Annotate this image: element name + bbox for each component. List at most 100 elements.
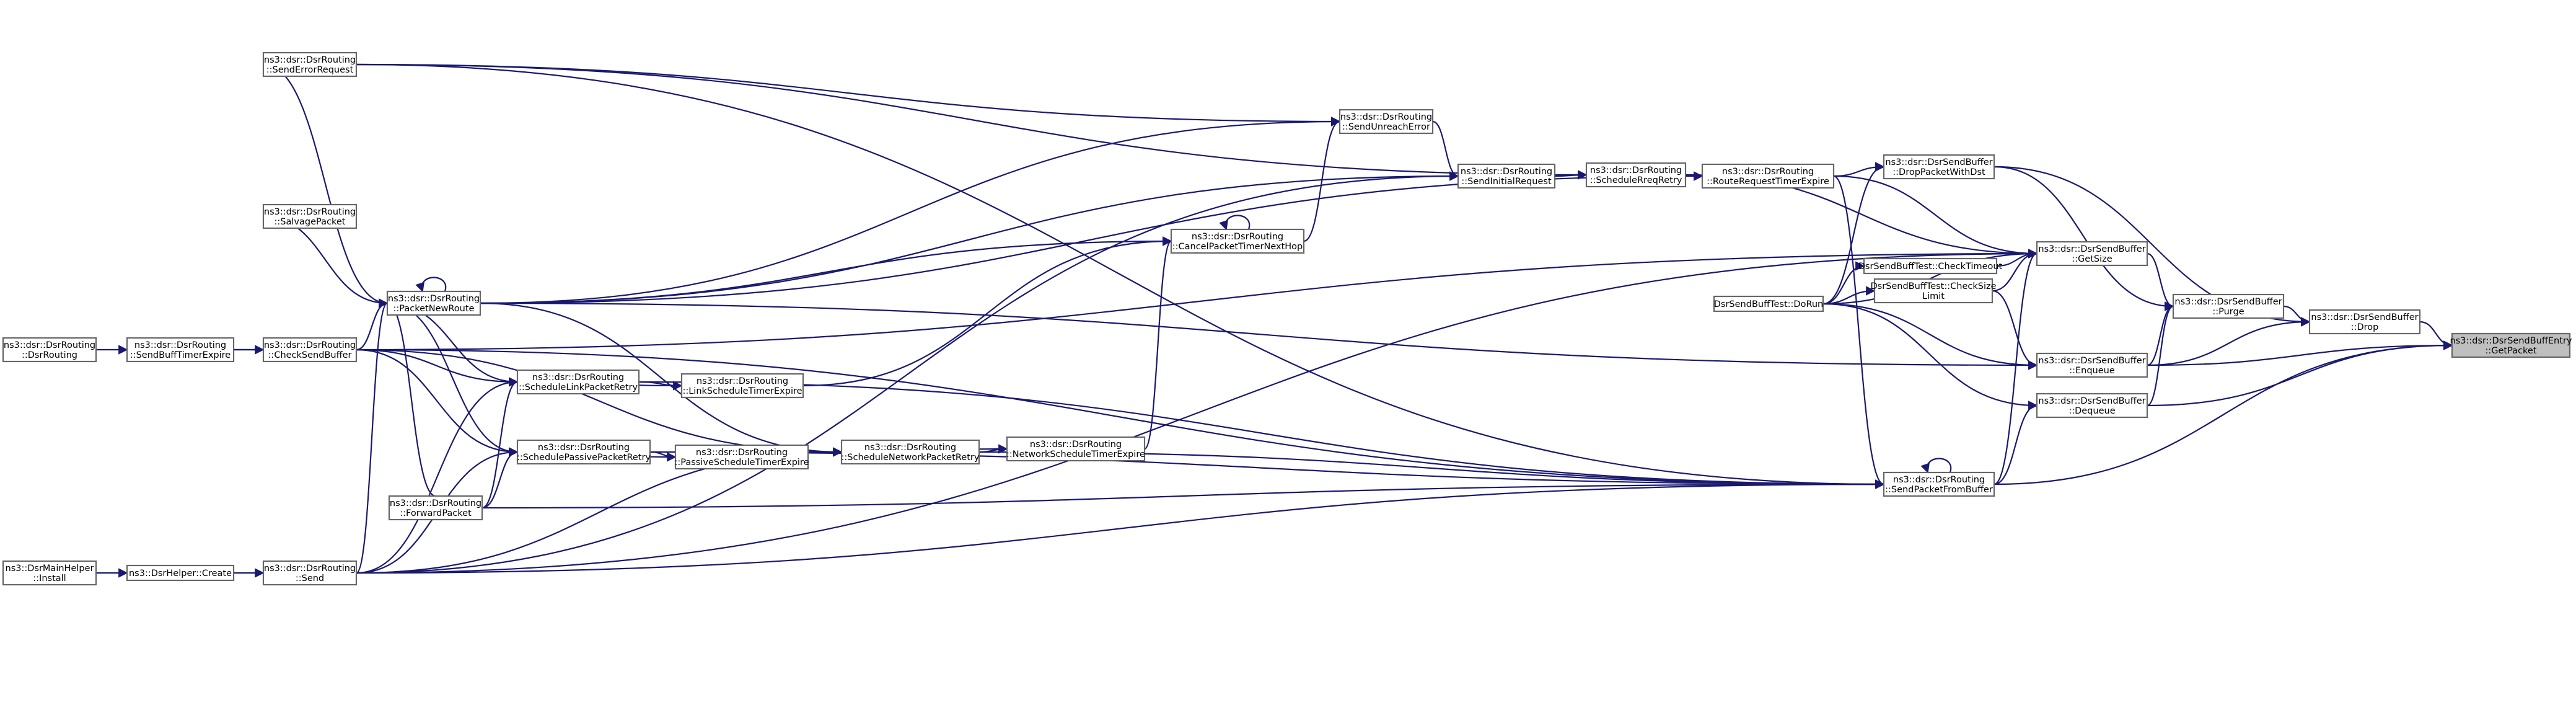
node-label: ::CheckSendBuffer — [268, 350, 352, 360]
node-dequeue[interactable]: ns3::dsr::DsrSendBuffer::Dequeue — [2036, 392, 2148, 419]
node-mainhelper[interactable]: ns3::DsrMainHelper::Install — [2, 560, 97, 586]
node-label: ns3::DsrHelper::Create — [129, 569, 232, 579]
nodes-layer: ns3::dsr::DsrSendBuffEntry::GetPacketns3… — [2, 51, 2572, 586]
node-dsrrouting[interactable]: ns3::dsr::DsrRouting::DsrRouting — [2, 337, 97, 363]
edge-salvage-to-packetnewroute — [262, 211, 388, 304]
node-enqueue[interactable]: ns3::dsr::DsrSendBuffer::Enqueue — [2036, 352, 2148, 378]
node-sendbufftimer[interactable]: ns3::dsr::DsrRouting::SendBuffTimerExpir… — [126, 337, 235, 363]
node-schedlinkretry[interactable]: ns3::dsr::DsrRouting::ScheduleLinkPacket… — [516, 369, 640, 395]
node-label: ns3::dsr::DsrSendBuffer — [2174, 297, 2282, 307]
node-cancelpackettimer[interactable]: ns3::dsr::DsrRouting::CancelPacketTimerN… — [1170, 228, 1305, 254]
node-netschedtimer[interactable]: ns3::dsr::DsrRouting::NetworkScheduleTim… — [1006, 436, 1146, 462]
edge-getpacket-to-sendfrombuffer — [1994, 340, 2453, 486]
node-label: ns3::dsr::DsrRouting — [1590, 166, 1682, 175]
node-label: ns3::dsr::DsrRouting — [390, 499, 481, 508]
node-sendinitialreq[interactable]: ns3::dsr::DsrRouting::SendInitialRequest — [1457, 163, 1556, 189]
node-dropwithdst[interactable]: ns3::dsr::DsrSendBuffer::DropPacketWithD… — [1883, 154, 1995, 180]
edge-drop-to-enqueue — [2147, 317, 2311, 366]
node-box — [2172, 293, 2285, 319]
node-box — [2036, 241, 2148, 267]
edge-sendfrombuffer-to-checksendbuffer — [356, 348, 1885, 489]
node-getsize[interactable]: ns3::dsr::DsrSendBuffer::GetSize — [2036, 241, 2148, 267]
node-box — [674, 444, 809, 470]
node-box — [680, 373, 804, 399]
edge-cancelpackettimer-to-packetnewroute — [480, 236, 1172, 304]
node-label: ::Purge — [2212, 307, 2244, 317]
node-label: ::SendInitialRequest — [1461, 177, 1552, 187]
node-box — [1170, 228, 1305, 254]
node-schednetretry[interactable]: ns3::dsr::DsrRouting::ScheduleNetworkPac… — [840, 439, 980, 465]
node-label: ns3::dsr::DsrSendBuffer — [2311, 313, 2418, 322]
edge-getsize-to-checksendbuffer — [356, 249, 2038, 351]
node-label: ns3::dsr::DsrRouting — [1192, 232, 1283, 242]
edge-sendfrombuffer-to-schedpassiveretry — [649, 451, 1885, 489]
node-box — [1873, 278, 1994, 304]
node-label: ::LinkScheduleTimerExpire — [682, 386, 802, 396]
node-label: ::GetPacket — [2485, 346, 2536, 356]
edge-cancelpackettimer-to-cancelpackettimer — [1219, 215, 1251, 231]
node-label: ::ForwardPacket — [400, 508, 472, 518]
node-dorun[interactable]: DsrSendBuffTest::DoRun — [1713, 295, 1824, 313]
node-label: ns3::dsr::DsrRouting — [264, 564, 356, 574]
node-label: ::Install — [33, 574, 66, 583]
node-packetnewroute[interactable]: ns3::dsr::DsrRouting::PacketNewRoute — [386, 290, 481, 316]
edge-schednetretry-to-checksendbuffer — [356, 348, 843, 457]
node-sendfrombuffer[interactable]: ns3::dsr::DsrRouting::SendPacketFromBuff… — [1883, 471, 1995, 497]
node-box — [1701, 163, 1835, 189]
edge-getpacket-to-dequeue — [2147, 340, 2453, 407]
edge-sendfrombuffer-to-sendfrombuffer — [1920, 458, 1952, 474]
node-box — [840, 439, 980, 465]
node-checksendbuffer[interactable]: ns3::dsr::DsrRouting::CheckSendBuffer — [262, 337, 358, 363]
node-forwardpacket[interactable]: ns3::dsr::DsrRouting::ForwardPacket — [388, 495, 483, 521]
node-label: ns3::dsr::DsrRouting — [1722, 167, 1814, 177]
node-label: ns3::dsr::DsrRouting — [264, 340, 356, 350]
edge-getpacket-to-drop — [2419, 321, 2453, 350]
node-label: ::DropPacketWithDst — [1892, 167, 1985, 177]
node-label: ns3::dsr::DsrRouting — [864, 443, 956, 453]
node-label: ::GetSize — [2072, 254, 2112, 264]
edge-sendfrombuffer-to-forwardpacket — [481, 479, 1885, 509]
edge-netschedtimer-to-schednetretry — [978, 444, 1008, 454]
edge-schedulereqretry-to-senderrorreq — [356, 63, 1588, 180]
edge-schedlinkretry-to-forwardpacket — [481, 377, 519, 509]
node-purge[interactable]: ns3::dsr::DsrSendBuffer::Purge — [2172, 293, 2285, 319]
node-routereqtimer[interactable]: ns3::dsr::DsrRouting::RouteRequestTimerE… — [1701, 163, 1835, 189]
node-box — [126, 337, 235, 363]
edge-getsize-to-send — [356, 249, 2038, 574]
edge-sendfrombuffer-to-senderrorreq — [356, 63, 1885, 489]
node-getpacket[interactable]: ns3::dsr::DsrSendBuffEntry::GetPacket — [2450, 332, 2572, 358]
edge-schedpassiveretry-to-forwardpacket — [481, 447, 519, 509]
node-box — [1006, 436, 1146, 462]
node-schedulereqretry[interactable]: ns3::dsr::DsrRouting::ScheduleRreqRetry — [1585, 162, 1687, 188]
node-checktimeout[interactable]: DsrSendBuffTest::CheckTimeout — [1858, 257, 2003, 275]
node-label: ::PassiveScheduleTimerExpire — [674, 458, 809, 468]
node-label: ns3::dsr::DsrRouting — [532, 373, 624, 383]
node-box — [1863, 257, 1998, 275]
edge-sendinitialreq-to-send — [356, 171, 1459, 574]
node-helpercreate[interactable]: ns3::DsrHelper::Create — [126, 564, 235, 582]
node-sendunreach[interactable]: ns3::dsr::DsrRouting::SendUnreachError — [1339, 109, 1434, 135]
edge-getsize-to-checksizelimit — [1992, 249, 2038, 292]
node-schedpassiveretry[interactable]: ns3::dsr::DsrRouting::SchedulePassivePac… — [516, 439, 651, 465]
edge-drop-to-purge — [2283, 305, 2311, 327]
edge-cancelpackettimer-to-linkschedtimer — [802, 236, 1172, 387]
node-label: ::Dequeue — [2068, 406, 2115, 416]
node-linkschedtimer[interactable]: ns3::dsr::DsrRouting::LinkScheduleTimerE… — [680, 373, 804, 399]
edge-dropwithdst-to-dorun — [1822, 162, 1885, 305]
edge-schednetretry-to-packetnewroute — [480, 302, 843, 457]
node-box — [2036, 352, 2148, 378]
edge-sendfrombuffer-to-routereqtimer — [1833, 175, 1885, 489]
node-salvage[interactable]: ns3::dsr::DsrRouting::SalvagePacket — [262, 203, 358, 229]
node-senderrorreq[interactable]: ns3::dsr::DsrRouting::SendErrorRequest — [262, 51, 358, 78]
node-drop[interactable]: ns3::dsr::DsrSendBuffer::Drop — [2308, 309, 2421, 335]
node-box — [2, 560, 97, 586]
node-box — [1883, 471, 1995, 497]
node-passiveschedtimer[interactable]: ns3::dsr::DsrRouting::PassiveScheduleTim… — [674, 444, 809, 470]
node-box — [262, 51, 358, 78]
node-label: ::SendBuffTimerExpire — [130, 350, 231, 360]
node-label: ns3::dsr::DsrSendBuffer — [2038, 396, 2145, 406]
node-label: ::ScheduleLinkPacketRetry — [519, 383, 638, 392]
node-label: ns3::DsrMainHelper — [6, 564, 94, 574]
node-send[interactable]: ns3::dsr::DsrRouting::Send — [262, 560, 358, 586]
